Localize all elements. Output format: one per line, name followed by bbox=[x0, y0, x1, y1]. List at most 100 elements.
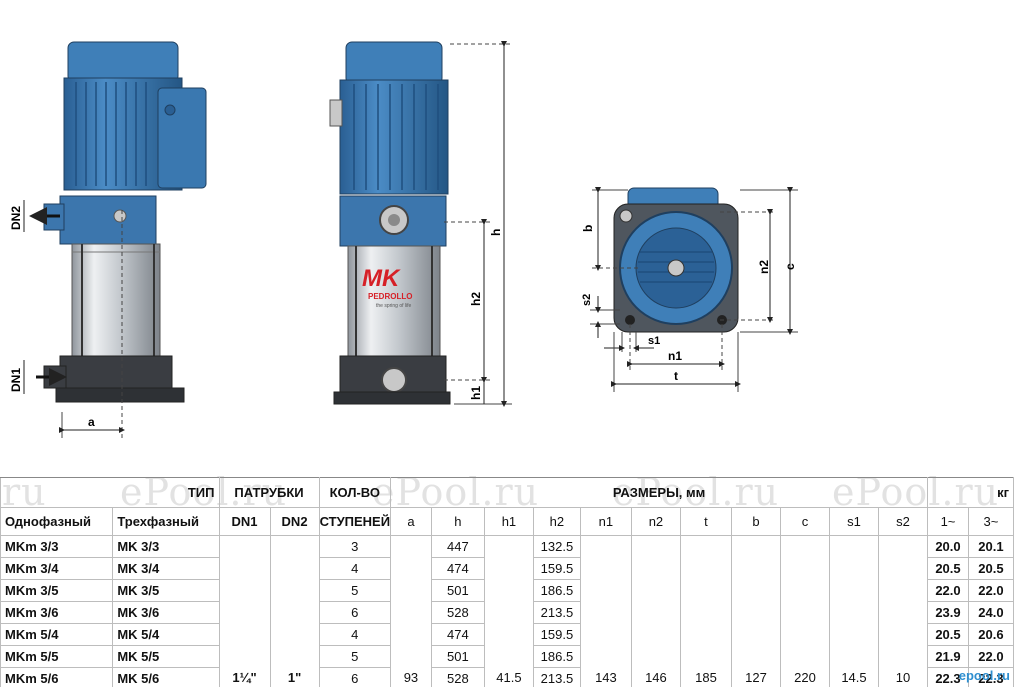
cell-h1: 41.5 bbox=[483, 535, 534, 687]
cell-weight-1: 20.5 bbox=[927, 623, 969, 646]
head-weight-3: 3~ bbox=[967, 507, 1015, 536]
cell-model-3ph: MK 5/4 bbox=[112, 623, 220, 646]
head-stages-top: КОЛ-ВО bbox=[318, 477, 392, 508]
cell-h: 474 bbox=[430, 623, 485, 646]
label-n1: n1 bbox=[668, 349, 682, 363]
cell-weight-1: 23.9 bbox=[927, 601, 969, 624]
label-a: a bbox=[88, 415, 95, 429]
cell-stages: 5 bbox=[318, 645, 392, 668]
head-single-phase: Однофазный bbox=[0, 507, 114, 536]
head-dimensions: РАЗМЕРЫ, мм bbox=[390, 477, 929, 508]
head-dim-b: b bbox=[730, 507, 781, 536]
label-n2: n2 bbox=[757, 260, 771, 274]
cell-h: 501 bbox=[430, 579, 485, 602]
cell-model-3ph: MK 5/5 bbox=[112, 645, 220, 668]
cell-weight-3: 22.0 bbox=[967, 579, 1015, 602]
label-dn1: DN1 bbox=[9, 368, 23, 392]
head-ports: ПАТРУБКИ bbox=[218, 477, 320, 508]
cell-weight-1: 22.3 bbox=[927, 667, 969, 687]
head-dim-h: h bbox=[430, 507, 485, 536]
head-dim-n1: n1 bbox=[579, 507, 632, 536]
cell-a: 93 bbox=[390, 535, 432, 687]
cell-dn2: 1" bbox=[269, 535, 320, 687]
cell-h: 528 bbox=[430, 601, 485, 624]
cell-weight-1: 21.9 bbox=[927, 645, 969, 668]
label-h2: h2 bbox=[469, 292, 483, 306]
label-h1: h1 bbox=[469, 386, 483, 400]
front-view-pump bbox=[329, 41, 512, 407]
head-dim-c: c bbox=[779, 507, 830, 536]
cell-model-1ph: MKm 5/5 bbox=[0, 645, 114, 668]
head-weight-1: 1~ bbox=[927, 507, 969, 536]
head-dim-s2: s2 bbox=[877, 507, 929, 536]
head-dim-h1: h1 bbox=[483, 507, 534, 536]
cell-h2: 159.5 bbox=[532, 557, 581, 580]
cell-model-1ph: MKm 3/4 bbox=[0, 557, 114, 580]
cell-stages: 4 bbox=[318, 557, 392, 580]
cell-model-1ph: MKm 3/3 bbox=[0, 535, 114, 558]
cell-s1: 14.5 bbox=[828, 535, 879, 687]
table-row: MKm 5/5 MK 5/5 5 501 186.5 21.9 22.0 bbox=[0, 645, 1015, 668]
cell-h: 501 bbox=[430, 645, 485, 668]
cell-n2: 146 bbox=[630, 535, 681, 687]
cell-h2: 186.5 bbox=[532, 645, 581, 668]
cell-model-3ph: MK 3/3 bbox=[112, 535, 220, 558]
cell-weight-3: 22.0 bbox=[967, 645, 1015, 668]
cell-weight-3: 24.0 bbox=[967, 601, 1015, 624]
head-dim-s1: s1 bbox=[828, 507, 879, 536]
table-row: MKm 3/4 MK 3/4 4 474 159.5 20.5 20.5 bbox=[0, 557, 1015, 580]
label-dn2: DN2 bbox=[9, 206, 23, 230]
head-dn2: DN2 bbox=[269, 507, 320, 536]
logo-tagline: the spring of life bbox=[376, 303, 412, 309]
cell-weight-3: 20.6 bbox=[967, 623, 1015, 646]
cell-model-1ph: MKm 3/5 bbox=[0, 579, 114, 602]
cell-h2: 186.5 bbox=[532, 579, 581, 602]
cell-weight-1: 20.0 bbox=[927, 535, 969, 558]
pump-drawings: DN2 DN1 a MK PEDROLLO the spring of life bbox=[9, 41, 798, 438]
table-row: MKm 5/6 MK 5/6 6 528 213.5 22.3 22.3 bbox=[0, 667, 1015, 687]
cell-model-1ph: MKm 3/6 bbox=[0, 601, 114, 624]
cell-model-3ph: MK 5/6 bbox=[112, 667, 220, 687]
cell-weight-1: 20.5 bbox=[927, 557, 969, 580]
logo-brand: PEDROLLO bbox=[368, 292, 412, 301]
cell-dn1: 1¼" bbox=[218, 535, 271, 687]
cell-stages: 6 bbox=[318, 667, 392, 687]
cell-weight-3: 22.3 bbox=[967, 667, 1015, 687]
cell-weight-1: 22.0 bbox=[927, 579, 969, 602]
cell-weight-3: 20.5 bbox=[967, 557, 1015, 580]
top-view-pump bbox=[590, 187, 798, 392]
cell-stages: 4 bbox=[318, 623, 392, 646]
head-dim-n2: n2 bbox=[630, 507, 681, 536]
corner-brand: epool.ru bbox=[958, 668, 1010, 683]
cell-h: 528 bbox=[430, 667, 485, 687]
cell-model-1ph: MKm 5/4 bbox=[0, 623, 114, 646]
cell-weight-3: 20.1 bbox=[967, 535, 1015, 558]
cell-h2: 132.5 bbox=[532, 535, 581, 558]
cell-stages: 5 bbox=[318, 579, 392, 602]
cell-h: 474 bbox=[430, 557, 485, 580]
spec-table: ТИП ПАТРУБКИ КОЛ-ВО РАЗМЕРЫ, мм кг Одноф… bbox=[0, 477, 1015, 687]
cell-n1: 143 bbox=[579, 535, 632, 687]
head-dn1: DN1 bbox=[218, 507, 271, 536]
head-stages-bottom: СТУПЕНЕЙ bbox=[318, 507, 392, 536]
label-s2: s2 bbox=[581, 294, 593, 306]
cell-h2: 213.5 bbox=[532, 601, 581, 624]
head-dim-h2: h2 bbox=[532, 507, 581, 536]
cell-model-1ph: MKm 5/6 bbox=[0, 667, 114, 687]
label-s1: s1 bbox=[648, 335, 660, 347]
cell-t: 185 bbox=[679, 535, 732, 687]
cell-b: 127 bbox=[730, 535, 781, 687]
label-b: b bbox=[581, 225, 595, 232]
head-dim-a: a bbox=[390, 507, 432, 536]
logo-mk: MK bbox=[362, 265, 401, 292]
cell-h: 447 bbox=[430, 535, 485, 558]
cell-h2: 159.5 bbox=[532, 623, 581, 646]
head-three-phase: Трехфазный bbox=[112, 507, 220, 536]
cell-stages: 6 bbox=[318, 601, 392, 624]
cell-model-3ph: MK 3/5 bbox=[112, 579, 220, 602]
table-row: MKm 3/3 MK 3/3 1¼" 1" 3 93 447 41.5 132.… bbox=[0, 535, 1015, 687]
cell-stages: 3 bbox=[318, 535, 392, 558]
head-weight: кг bbox=[927, 477, 1014, 508]
head-dim-t: t bbox=[679, 507, 732, 536]
cell-h2: 213.5 bbox=[532, 667, 581, 687]
